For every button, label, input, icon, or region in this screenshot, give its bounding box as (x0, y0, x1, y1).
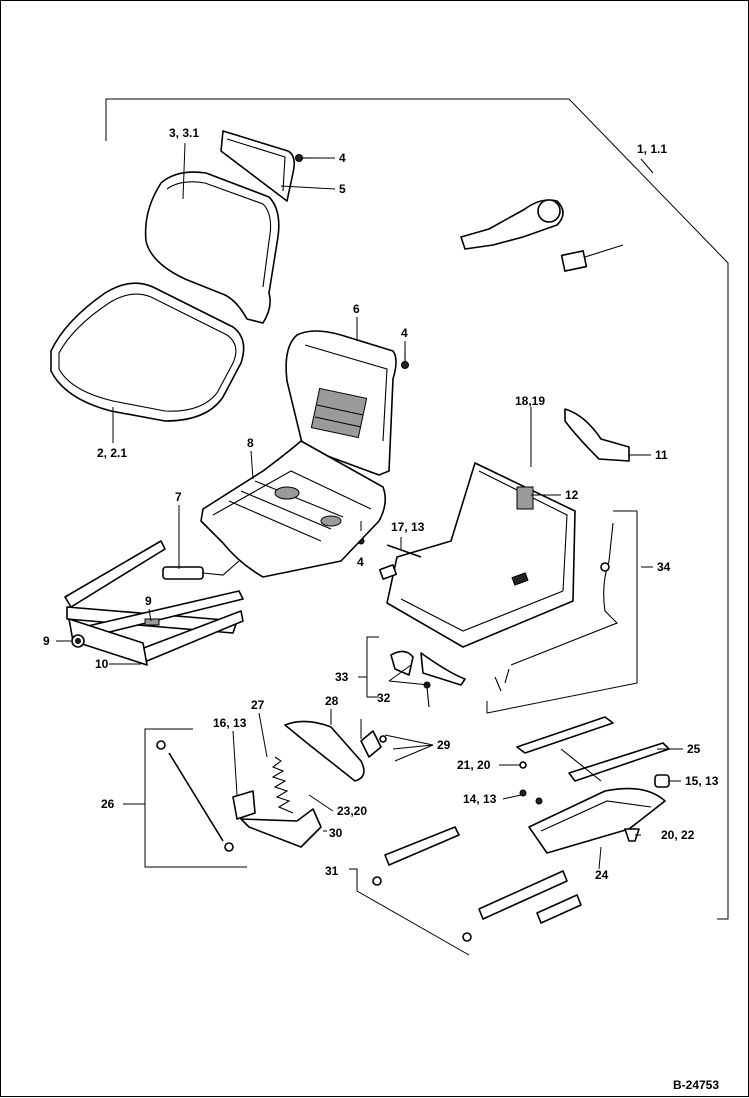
part-rod (386, 544, 422, 558)
leader-lines (56, 142, 683, 870)
bushing-icon (71, 634, 85, 648)
part-headrest-cover (220, 130, 295, 202)
callout-18: 18,19 (515, 394, 545, 408)
part-bracket (564, 408, 630, 462)
part-cable (494, 522, 618, 692)
clip-icon (144, 618, 160, 626)
callout-3: 3, 3.1 (169, 126, 199, 140)
callout-32: 32 (377, 691, 391, 705)
callout-8: 8 (247, 436, 254, 450)
screw-icon (295, 154, 313, 162)
callout-31: 31 (325, 864, 339, 878)
part-backrest-shell (285, 330, 397, 476)
part-base-pan (528, 787, 666, 854)
knob-icon (654, 774, 670, 788)
callout-10: 10 (95, 657, 109, 671)
callout-26: 26 (101, 797, 115, 811)
callout-7: 7 (175, 490, 182, 504)
callout-24: 24 (595, 868, 609, 882)
bracket-26 (144, 728, 247, 868)
bracket-31 (349, 868, 470, 956)
callout-15: 15, 13 (685, 774, 719, 788)
assembly-bracket (105, 98, 729, 920)
screw-icon (401, 351, 409, 369)
callout-34: 34 (657, 560, 671, 574)
callout-11: 11 (655, 448, 668, 462)
callout-29: 29 (437, 738, 451, 752)
callout-1: 1, 1.1 (637, 142, 667, 156)
callout-4: 4 (339, 151, 346, 165)
part-backrest-cushion (144, 171, 280, 324)
callout-4: 4 (401, 326, 408, 340)
part-slide-rail (516, 716, 670, 782)
bolt-icon (535, 797, 543, 805)
bracket-34 (486, 510, 638, 714)
callout-6: 6 (353, 302, 360, 316)
callout-17: 17, 13 (391, 520, 425, 534)
callout-2: 2, 2.1 (97, 446, 127, 460)
bolt-icon (519, 789, 527, 797)
part-mount-plate (232, 790, 256, 820)
part-rail (372, 826, 582, 942)
drawing-number: B-24753 (673, 1078, 719, 1092)
part-pins (360, 730, 387, 758)
callout-12: 12 (565, 488, 579, 502)
callout-20: 20, 22 (661, 828, 695, 842)
part-seat-pan (200, 440, 387, 578)
part-levers (390, 650, 466, 708)
part-seat-cushion (50, 282, 245, 422)
callout-16: 16, 13 (213, 716, 247, 730)
callout-23: 23,20 (337, 804, 367, 818)
part-gas-spring (156, 740, 234, 852)
callout-9: 9 (43, 634, 50, 648)
callout-27: 27 (251, 698, 265, 712)
callout-21: 21, 20 (457, 758, 491, 772)
callout-9: 9 (145, 594, 152, 608)
part-spring (271, 756, 294, 814)
callout-4: 4 (357, 555, 364, 569)
part-lever-handle (162, 560, 240, 580)
callout-28: 28 (325, 694, 339, 708)
callout-33: 33 (335, 670, 349, 684)
part-arm (240, 808, 322, 848)
callout-14: 14, 13 (463, 792, 497, 806)
cap-icon (624, 828, 640, 842)
callout-25: 25 (687, 742, 701, 756)
part-link-arm (284, 720, 365, 782)
part-base-frame (64, 540, 244, 666)
callout-30: 30 (329, 826, 343, 840)
part-seat-frame (386, 462, 576, 648)
part-clip (378, 564, 398, 580)
part-seat-belt (460, 199, 624, 272)
bracket-33 (366, 636, 379, 698)
callout-5: 5 (339, 182, 346, 196)
